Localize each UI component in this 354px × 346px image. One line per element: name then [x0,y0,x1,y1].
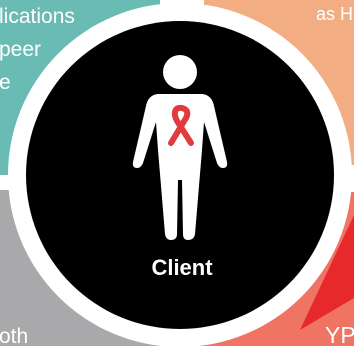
ribbon-icon [168,104,194,146]
person-body [132,94,228,240]
person-head [163,55,197,89]
segment-top-right-text: as H [316,4,353,24]
segment-bottom-right-text: YP [325,322,354,346]
person-with-awareness-ribbon-icon [132,55,228,240]
segment-top-left-line-2: peer [0,38,41,61]
segment-top-left-line-3: e [0,71,11,94]
segment-top-left-line-1: lications [0,5,75,28]
segment-bottom-left-text: oth [0,325,28,346]
center-label: Client [151,255,213,280]
segment-bottom-right-accent [300,215,354,330]
